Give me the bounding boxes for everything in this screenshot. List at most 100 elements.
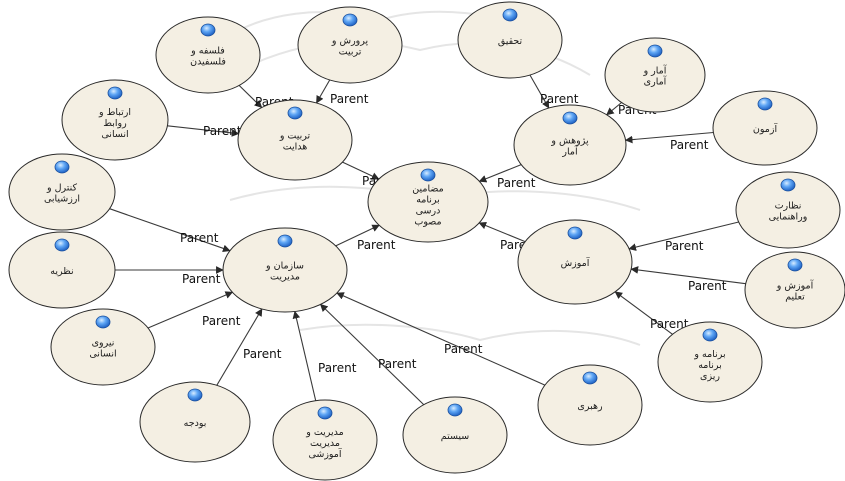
node-boodje[interactable]: بودجه [139, 381, 251, 463]
node-circle [604, 37, 706, 113]
edge-nezarat-to-amoozesh [628, 221, 739, 251]
edge-label: Parent [670, 138, 709, 152]
node-circle [222, 227, 348, 313]
blue-circle-icon [562, 111, 578, 125]
blue-circle-icon [277, 234, 293, 248]
edge-ertebat-to-tarbiat [167, 125, 240, 137]
node-label: تحقیق [498, 36, 523, 47]
blue-circle-icon [54, 160, 70, 174]
node-system[interactable]: سیستم [402, 396, 508, 474]
node-circle [297, 6, 403, 84]
node-circle [402, 396, 508, 474]
blue-circle-icon [420, 168, 436, 182]
edge-label: Parent [357, 238, 396, 252]
edge-label: Parent [180, 231, 219, 245]
node-label: ارتباط و [98, 107, 131, 118]
edge-falsafe-to-tarbiat [238, 85, 263, 109]
blue-circle-icon [567, 226, 583, 240]
node-label: تعلیم [785, 292, 805, 303]
edge-barname-to-amoozesh [614, 291, 673, 335]
node-label: ریزی [700, 371, 720, 382]
edge-modiriat_amoozeshi-to-sazman [292, 310, 317, 401]
node-label: نظارت [775, 201, 802, 212]
node-label: مدیریت [270, 272, 300, 283]
node-label: انسانی [101, 129, 128, 140]
node-rahbari[interactable]: رهبری [537, 364, 643, 446]
edge-system-to-sazman [319, 303, 425, 405]
node-circle [513, 104, 627, 186]
node-label: آمار [561, 145, 578, 158]
edge-label: Parent [318, 361, 357, 375]
node-label: فلسفیدن [190, 57, 226, 68]
node-label: نیروی [92, 338, 115, 349]
edge-label: Parent [665, 239, 704, 253]
blue-circle-icon [342, 13, 358, 27]
blue-circle-icon [447, 403, 463, 417]
edge-label: Parent [688, 279, 727, 293]
node-circle [61, 79, 169, 161]
node-label: بودجه [184, 418, 207, 429]
node-label: برنامه [416, 195, 440, 206]
node-label: آزمون [753, 122, 778, 135]
node-label: نظریه [50, 266, 73, 277]
blue-circle-icon [702, 328, 718, 342]
blue-circle-icon [317, 406, 333, 420]
node-nazarie[interactable]: نظریه [8, 231, 116, 309]
node-label: آماری [644, 75, 667, 88]
node-label: آموزش و [776, 279, 814, 292]
node-label: مدیریت [310, 438, 340, 449]
node-circle [457, 1, 563, 79]
node-circle [712, 90, 818, 166]
node-circle [517, 219, 633, 305]
edge-control-to-sazman [109, 208, 231, 253]
edge-label: Parent [378, 357, 417, 371]
edge-pajouhesh-to-hub [478, 164, 522, 183]
edge-label: Parent [202, 314, 241, 328]
edge-label: Parent [650, 317, 689, 331]
node-circle [537, 364, 643, 446]
node-tahghigh[interactable]: تحقیق [457, 1, 563, 79]
node-circle [735, 171, 841, 249]
edge-tahghigh-to-pajouhesh [529, 74, 550, 109]
node-label: سازمان و [265, 261, 304, 272]
node-label: کنترل و [46, 183, 77, 194]
blue-circle-icon [95, 315, 111, 329]
node-label: برنامه [698, 360, 722, 371]
node-label: وراهنمایی [769, 212, 808, 223]
edge-sazman-to-hub [335, 224, 380, 247]
node-circle [155, 16, 261, 94]
edge-amar-to-pajouhesh [606, 102, 622, 116]
node-circle [8, 153, 116, 231]
node-label: پرورش و [331, 36, 369, 47]
node-azmoon[interactable]: آزمون [712, 90, 818, 166]
edge-rahbari-to-sazman [336, 292, 546, 386]
node-circle [139, 381, 251, 463]
node-label: مصوب [414, 217, 441, 228]
node-circle [237, 99, 353, 181]
edge-label: Parent [330, 92, 369, 106]
blue-circle-icon [107, 86, 123, 100]
node-label: مضامین [412, 184, 443, 195]
node-amoozesh[interactable]: آموزش [517, 219, 633, 305]
node-label: آموزشی [308, 447, 341, 460]
blue-circle-icon [647, 44, 663, 58]
edge-label: Parent [540, 92, 579, 106]
node-label: آمار و [643, 64, 667, 77]
edge-label: Parent [243, 347, 282, 361]
node-circle [657, 321, 763, 403]
